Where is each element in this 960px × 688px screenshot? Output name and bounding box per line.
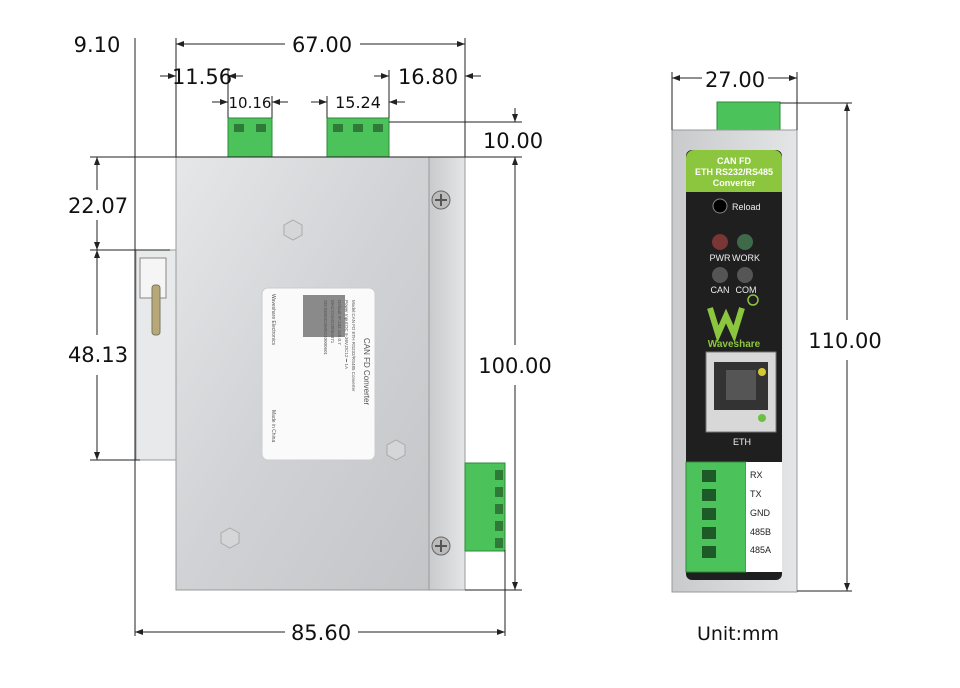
front-view-device: CAN FD ETH RS232/RS485 Converter Reload … <box>671 101 798 593</box>
sticker-origin-text: Made in China <box>270 410 276 442</box>
front_panel-reload-text: Reload <box>732 202 761 212</box>
dim-15-24: 15.24 <box>335 93 381 112</box>
dim-67-00: 67.00 <box>292 33 352 57</box>
front_panel-terminal_labels-2-text: GND <box>750 508 771 518</box>
dim-85-60: 85.60 <box>291 621 351 645</box>
extension-lines <box>90 38 852 636</box>
dim-100-00: 100.00 <box>478 354 551 378</box>
sticker-lines-3-text: MAC:D4AD20094371 <box>330 300 335 344</box>
sticker-lines-2-text: Default IP:192.168.0.7 <box>337 300 342 345</box>
dim-10-16: 10.16 <box>229 94 272 112</box>
sticker-maker-text: Waveshare Electronics <box>270 294 276 345</box>
dim-22-07: 22.07 <box>68 194 128 218</box>
front_panel-terminal_labels-4-text: 485A <box>750 545 771 555</box>
work-led <box>737 234 753 250</box>
front_panel-title_lines-0-text: CAN FD <box>717 156 751 166</box>
dim-9-10: 9.10 <box>74 33 121 57</box>
side-view-device: CAN FD Converter Model:CAN FD ETH RS232/… <box>135 117 506 591</box>
sticker-title: CAN FD Converter <box>362 338 371 405</box>
dim-27-00: 27.00 <box>705 68 765 92</box>
dim-11-56: 11.56 <box>172 65 232 89</box>
waveshare-logo-icon <box>707 294 759 343</box>
dimension-labels: 9.10 67.00 11.56 16.80 10.16 15.24 10.00… <box>68 33 882 645</box>
front_panel-title_lines-1-text: ETH RS232/RS485 <box>695 167 773 177</box>
dim-48-13: 48.13 <box>68 343 128 367</box>
dim-16-80: 16.80 <box>398 65 458 89</box>
din-clip <box>135 249 177 461</box>
sticker-lines-0-text: Model:CAN FD ETH RS232/RS485 Converter <box>351 300 356 392</box>
dim-110-00: 110.00 <box>808 329 881 353</box>
front-title-label <box>686 150 782 192</box>
front_panel-terminal_labels-1-text: TX <box>750 489 762 499</box>
front_panel-terminal_labels-3-text: 485B <box>750 527 771 537</box>
dim-10-00: 10.00 <box>483 129 543 153</box>
front_panel-leds-2-text: CAN <box>710 285 729 295</box>
front_panel-terminal_labels-0-text: RX <box>750 470 763 480</box>
dimension-lines <box>94 41 850 635</box>
front_panel-title_lines-2-text: Converter <box>713 178 756 188</box>
reload-button[interactable] <box>712 198 728 214</box>
rail-section <box>428 156 466 591</box>
com-led <box>737 267 753 283</box>
front_panel-brand-text: Waveshare <box>708 339 761 350</box>
front_panel-leds-0-text: PWR <box>710 253 731 263</box>
front_panel-eth-text: ETH <box>733 437 751 447</box>
unit-label: Unit:mm <box>697 623 779 645</box>
ethernet-port[interactable] <box>705 351 777 433</box>
front_panel-leds-3-text: COM <box>736 285 757 295</box>
front_panel-leds-1-text: WORK <box>732 253 760 263</box>
sticker-lines-4-text: SN:0300423509240000601 <box>323 300 328 356</box>
product-sticker: CAN FD Converter Model:CAN FD ETH RS232/… <box>261 287 376 461</box>
pwr-led <box>712 234 728 250</box>
can-led <box>712 267 728 283</box>
sticker-lines-1-text: Power Input:DC 9-36V,DC12 ⎓ 1A <box>344 300 349 369</box>
qr-code <box>303 295 345 337</box>
